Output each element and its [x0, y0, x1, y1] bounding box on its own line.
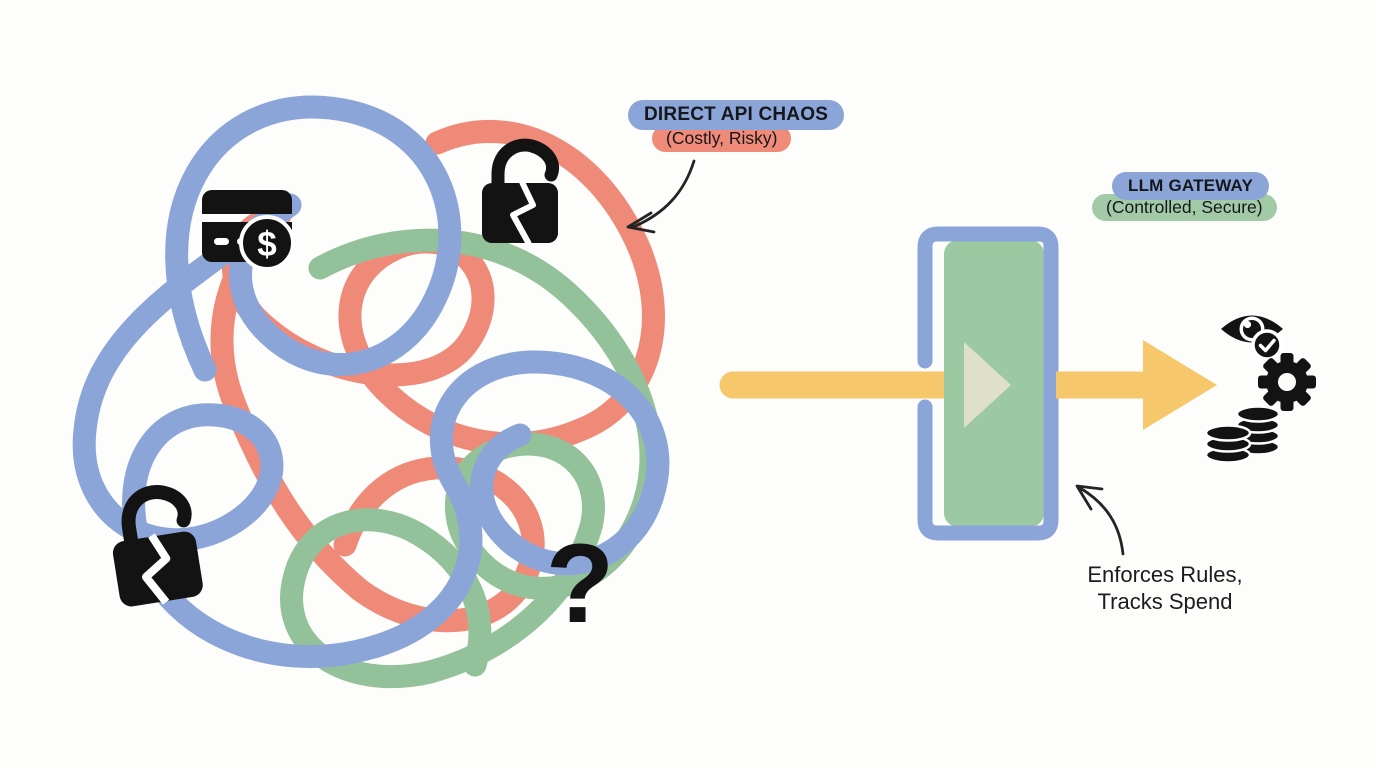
gateway-caption: Enforces Rules, Tracks Spend [1055, 562, 1275, 616]
pale-arrowhead [964, 342, 1011, 428]
gateway-frame [917, 226, 1059, 541]
llm-gateway-badge: LLM GATEWAY [1112, 172, 1269, 200]
caption-line-1: Enforces Rules, [1087, 562, 1243, 587]
annotation-arrows [626, 159, 1125, 556]
broken-lock-icon [482, 138, 560, 246]
question-mark: ? [546, 521, 614, 646]
coin-stacks-icon [1204, 405, 1281, 464]
gateway-pointer-arrowhead [1075, 484, 1104, 511]
eye-verify-icon [1221, 315, 1283, 361]
llm-gateway-shape [917, 226, 1059, 541]
gear-icon [1258, 353, 1316, 411]
tangle-scribble [72, 95, 670, 688]
credit-card-dollar-icon: $ [202, 190, 295, 271]
flow-arrow [719, 371, 964, 399]
tangle-green-strand [280, 228, 663, 688]
chaos-pointer-arrow [631, 159, 696, 229]
flow-arrow-out [1056, 340, 1217, 430]
dollar-glyph: $ [257, 225, 276, 264]
gateway-pointer-arrow [1078, 486, 1125, 556]
chaos-pointer-arrowhead [626, 211, 656, 234]
direct-api-chaos-badge: DIRECT API CHAOS [628, 100, 845, 130]
broken-lock-icon-2 [112, 485, 203, 607]
caption-line-2: Tracks Spend [1097, 588, 1233, 614]
tangle-blue-strand [72, 95, 670, 668]
